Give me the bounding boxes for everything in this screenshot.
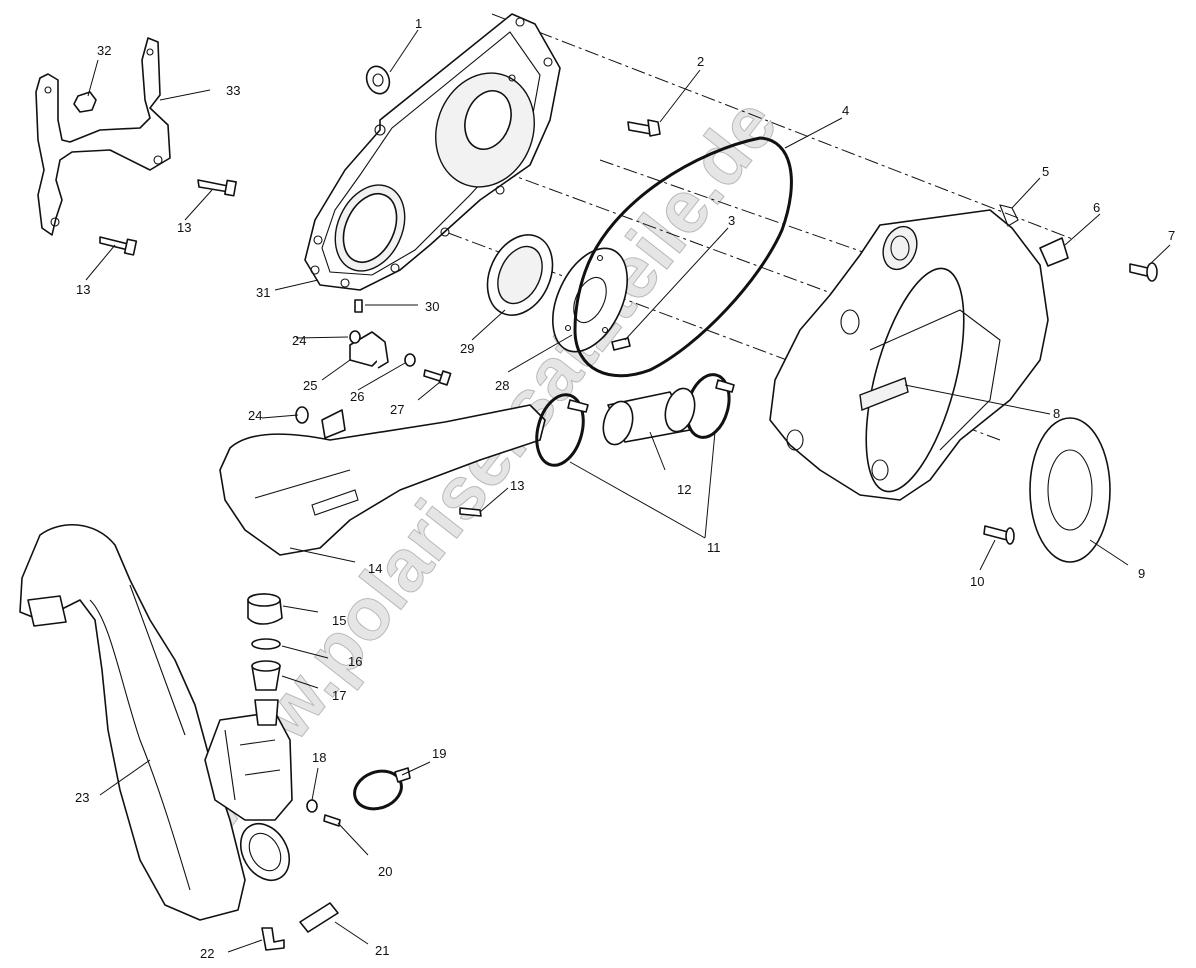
clip-6 (1039, 237, 1069, 267)
label-16: 16 (348, 654, 362, 669)
label-3: 3 (728, 213, 735, 228)
o-ring-16 (251, 638, 281, 650)
bolt-27 (423, 369, 452, 386)
label-7: 7 (1168, 228, 1175, 243)
screw-3 (611, 337, 631, 351)
neck-fitting (254, 699, 279, 726)
label-31: 31 (256, 285, 270, 300)
inner-cover-31 (304, 13, 561, 291)
elbow-22 (261, 927, 285, 951)
label-25: 25 (303, 378, 317, 393)
label-18: 18 (312, 750, 326, 765)
hose-21 (299, 902, 339, 933)
label-13b: 13 (177, 220, 191, 235)
label-13c: 13 (76, 282, 90, 297)
label-4: 4 (842, 103, 849, 118)
cap-15 (247, 593, 283, 625)
label-2: 2 (697, 54, 704, 69)
nut-32 (73, 91, 97, 113)
label-23: 23 (75, 790, 89, 805)
label-22: 22 (200, 946, 214, 961)
screw-13-duct (459, 507, 482, 517)
label-33: 33 (226, 83, 240, 98)
callout-labels: 1 2 3 4 5 6 7 8 9 10 11 12 13 13 13 14 1… (75, 16, 1175, 961)
label-1: 1 (415, 16, 422, 31)
seal-plate-28 (552, 247, 628, 353)
label-32: 32 (97, 43, 111, 58)
drive-belt-4 (573, 136, 793, 378)
label-20: 20 (378, 864, 392, 879)
label-13a: 13 (510, 478, 524, 493)
sleeve-12 (602, 387, 696, 446)
bolt-13-lower (99, 236, 138, 256)
screw-30 (354, 299, 363, 313)
label-8: 8 (1053, 406, 1060, 421)
label-5: 5 (1042, 164, 1049, 179)
label-27: 27 (390, 402, 404, 417)
label-26: 26 (350, 389, 364, 404)
screw-7 (1129, 262, 1158, 282)
label-24b: 24 (292, 333, 306, 348)
bolt-13-upper (197, 179, 237, 197)
label-15: 15 (332, 613, 346, 628)
screw-10 (983, 525, 1015, 545)
washer-24-upper (349, 330, 361, 344)
label-14: 14 (368, 561, 382, 576)
intake-duct-14 (219, 404, 546, 556)
label-19: 19 (432, 746, 446, 761)
label-17: 17 (332, 688, 346, 703)
screw-20 (323, 814, 341, 827)
mounting-bracket (35, 37, 171, 236)
leader-lines (85, 29, 1171, 953)
label-30: 30 (425, 299, 439, 314)
fitting-17 (251, 660, 281, 691)
washer-18 (306, 799, 318, 813)
hose-clamp-19 (353, 767, 411, 811)
label-24a: 24 (248, 408, 262, 423)
screw-2 (627, 119, 661, 137)
label-12: 12 (677, 482, 691, 497)
label-21: 21 (375, 943, 389, 958)
washer-26 (404, 353, 416, 367)
label-6: 6 (1093, 200, 1100, 215)
washer-1 (365, 65, 391, 95)
hose-clamp-11-left (535, 393, 589, 467)
label-9: 9 (1138, 566, 1145, 581)
outer-cover-5 (769, 204, 1049, 501)
air-box-23 (19, 524, 293, 921)
label-28: 28 (495, 378, 509, 393)
label-29: 29 (460, 341, 474, 356)
label-10: 10 (970, 574, 984, 589)
seal-ring-9 (1029, 417, 1111, 563)
label-11: 11 (707, 540, 721, 555)
